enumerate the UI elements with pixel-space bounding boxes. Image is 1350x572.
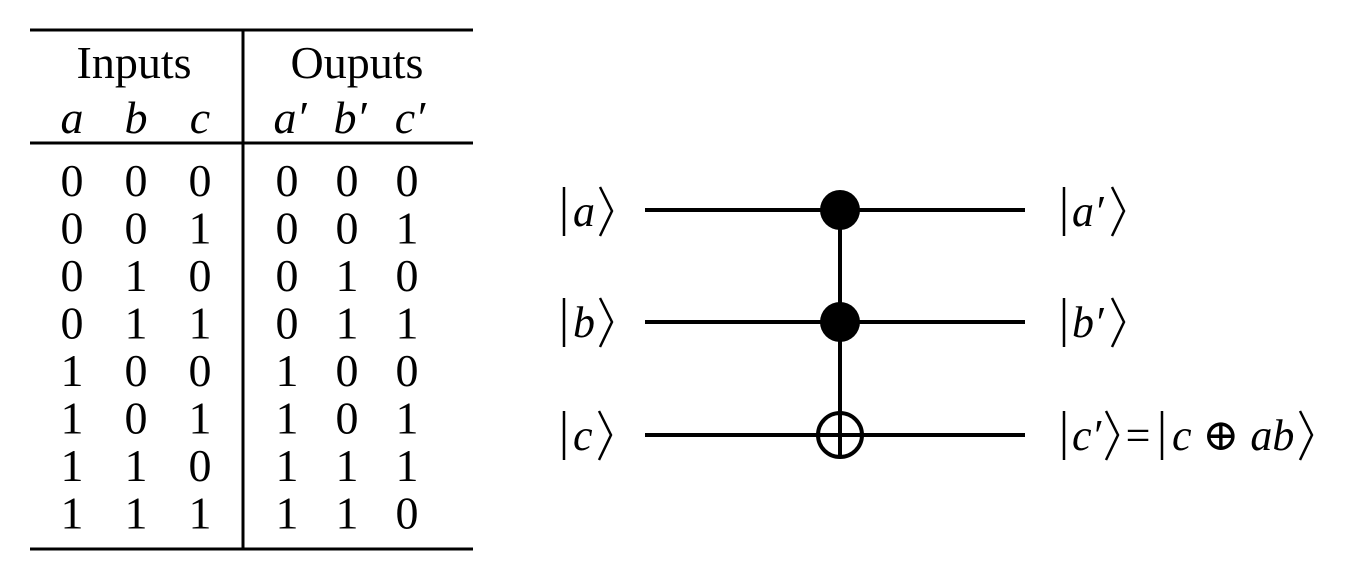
output-var-a-prime: a′ [273,92,307,143]
input-var-c: c [190,92,210,143]
table-cell: 1 [189,488,212,539]
table-cell: 1 [125,250,148,301]
table-cell: 0 [125,393,148,444]
table-cell: 1 [276,345,299,396]
table-cell: 0 [61,155,84,206]
output-c-rhs: c ⊕ ab [1172,411,1294,460]
table-cell: 1 [336,250,359,301]
table-cell: 1 [125,298,148,349]
table-cell: 0 [396,155,419,206]
table-cell: 1 [61,393,84,444]
table-cell: 0 [61,250,84,301]
table-cell: 0 [276,203,299,254]
table-cell: 0 [276,298,299,349]
table-cell: 1 [336,488,359,539]
table-cell: 1 [276,440,299,491]
control-dot-a [820,190,860,230]
table-cell: 1 [125,488,148,539]
svg-text:c: c [573,411,593,460]
table-cell: 0 [276,155,299,206]
table-cell: 0 [396,250,419,301]
output-ket-c-prime: c′ = c ⊕ ab [1062,410,1314,461]
target-xor-symbol [816,411,864,459]
input-ket-c: c [562,410,613,461]
table-cell: 0 [336,155,359,206]
svg-text:c′: c′ [1072,411,1103,460]
table-cell: 0 [125,203,148,254]
table-cell: 0 [336,203,359,254]
svg-text:b: b [573,298,595,347]
toffoli-circuit: a b c a′ b′ c′ = c [562,186,1314,461]
input-var-b: b [125,92,148,143]
table-cell: 1 [189,298,212,349]
inputs-header: Inputs [77,37,192,88]
table-cell: 1 [336,298,359,349]
table-cell: 0 [189,155,212,206]
input-var-a: a [61,92,84,143]
table-cell: 0 [189,250,212,301]
table-cell: 0 [61,298,84,349]
table-cell: 0 [189,345,212,396]
table-cell: 0 [396,488,419,539]
table-cell: 1 [61,488,84,539]
table-cell: 0 [61,203,84,254]
input-ket-b: b [562,297,614,348]
control-dot-b [820,302,860,342]
table-cell: 0 [125,345,148,396]
table-cell: 0 [276,250,299,301]
table-cell: 1 [276,393,299,444]
table-cell: 1 [396,298,419,349]
table-cell: 1 [189,393,212,444]
table-cell: 1 [276,488,299,539]
svg-text:a′: a′ [1072,187,1105,236]
table-cell: 1 [396,203,419,254]
table-cell: 0 [125,155,148,206]
table-cell: 1 [189,203,212,254]
table-cell: 1 [336,440,359,491]
table-cell: 0 [336,393,359,444]
table-cell: 1 [61,345,84,396]
table-cell: 0 [189,440,212,491]
table-cell: 0 [336,345,359,396]
svg-text:a: a [573,187,595,236]
output-ket-a-prime: a′ [1062,186,1126,237]
table-cell: 1 [396,393,419,444]
outputs-header: Ouputs [291,37,424,88]
table-cell: 0 [396,345,419,396]
input-ket-a: a [562,186,614,237]
svg-text:b′: b′ [1072,298,1105,347]
output-ket-b-prime: b′ [1062,297,1126,348]
output-var-b-prime: b′ [333,92,367,143]
table-cell: 1 [61,440,84,491]
output-var-c-prime: c′ [395,92,426,143]
table-cell: 1 [125,440,148,491]
equals-sign: = [1126,411,1151,460]
table-cell: 1 [396,440,419,491]
